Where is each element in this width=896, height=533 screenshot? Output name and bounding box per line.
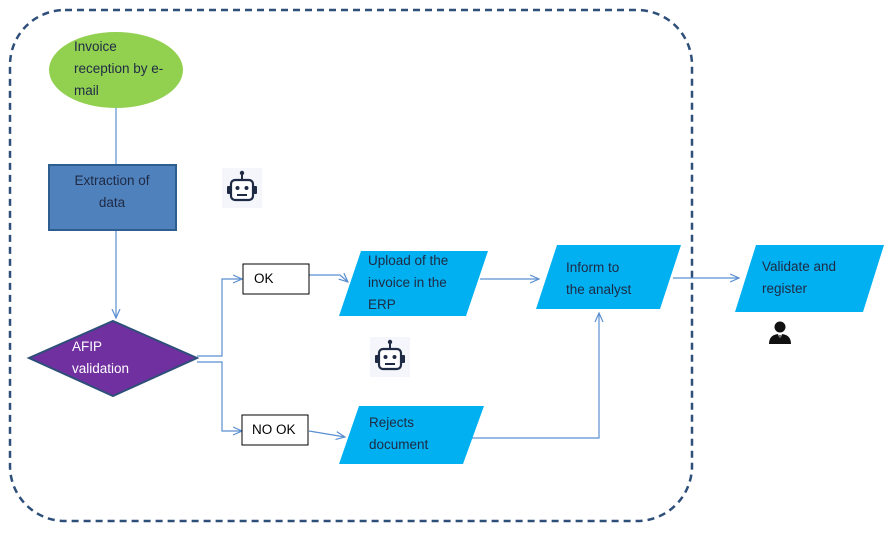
invoice-reception-label-line: Invoice xyxy=(74,39,117,54)
invoice-reception-label: Invoice reception by e- mail xyxy=(74,36,163,102)
invoice-reception-label-line: mail xyxy=(74,83,99,98)
afip-validation-label-line: AFIP xyxy=(72,339,103,354)
invoice-reception-label-line: reception by e- xyxy=(74,61,164,76)
afip-validation-node xyxy=(26,319,200,398)
upload-erp-label-line: ERP xyxy=(368,297,396,312)
ok-label: OK xyxy=(254,271,274,286)
invoice-reception-node xyxy=(49,32,183,108)
connector-nook-rejects xyxy=(308,430,345,437)
inform-analyst-label-line: Inform to xyxy=(566,260,620,275)
rejects-document-label: Rejects document xyxy=(369,412,428,456)
robot-icon xyxy=(222,168,262,208)
validate-register-node xyxy=(735,245,884,312)
inform-analyst-label: Inform to the analyst xyxy=(566,257,631,301)
validate-register-label-line: Validate and xyxy=(762,259,837,274)
validate-register-label-line: register xyxy=(762,281,808,296)
afip-validation-label-line: validation xyxy=(72,361,130,376)
upload-erp-node xyxy=(339,251,488,316)
upload-erp-label-line: invoice in the xyxy=(368,275,447,290)
extraction-label-line: Extraction of xyxy=(74,173,150,188)
rejects-document-label-line: document xyxy=(369,437,429,452)
upload-erp-label-line: Upload of the xyxy=(368,253,449,268)
extraction-label-line: data xyxy=(98,195,126,210)
connector-ok-upload xyxy=(309,275,348,282)
person-icon xyxy=(769,321,791,344)
connectors xyxy=(116,108,739,438)
rejects-document-node xyxy=(339,406,484,464)
afip-validation-label: AFIP validation xyxy=(72,336,129,380)
connector-rejects-inform xyxy=(468,313,599,439)
extraction-label: Extraction of data xyxy=(60,170,164,214)
extraction-node xyxy=(48,164,177,231)
connector-afip-nook xyxy=(197,361,242,431)
rejects-document-label-line: Rejects xyxy=(369,415,415,430)
ok-box xyxy=(242,263,310,295)
inform-analyst-label-line: the analyst xyxy=(566,282,632,297)
no-ok-label: NO OK xyxy=(252,422,296,437)
upload-erp-label: Upload of the invoice in the ERP xyxy=(368,250,448,316)
connector-afip-ok xyxy=(197,279,242,357)
automation-boundary xyxy=(8,8,694,523)
robot-icon xyxy=(370,337,410,377)
no-ok-box xyxy=(241,414,309,446)
inform-analyst-node xyxy=(536,245,681,309)
validate-register-label: Validate and register xyxy=(762,256,836,300)
